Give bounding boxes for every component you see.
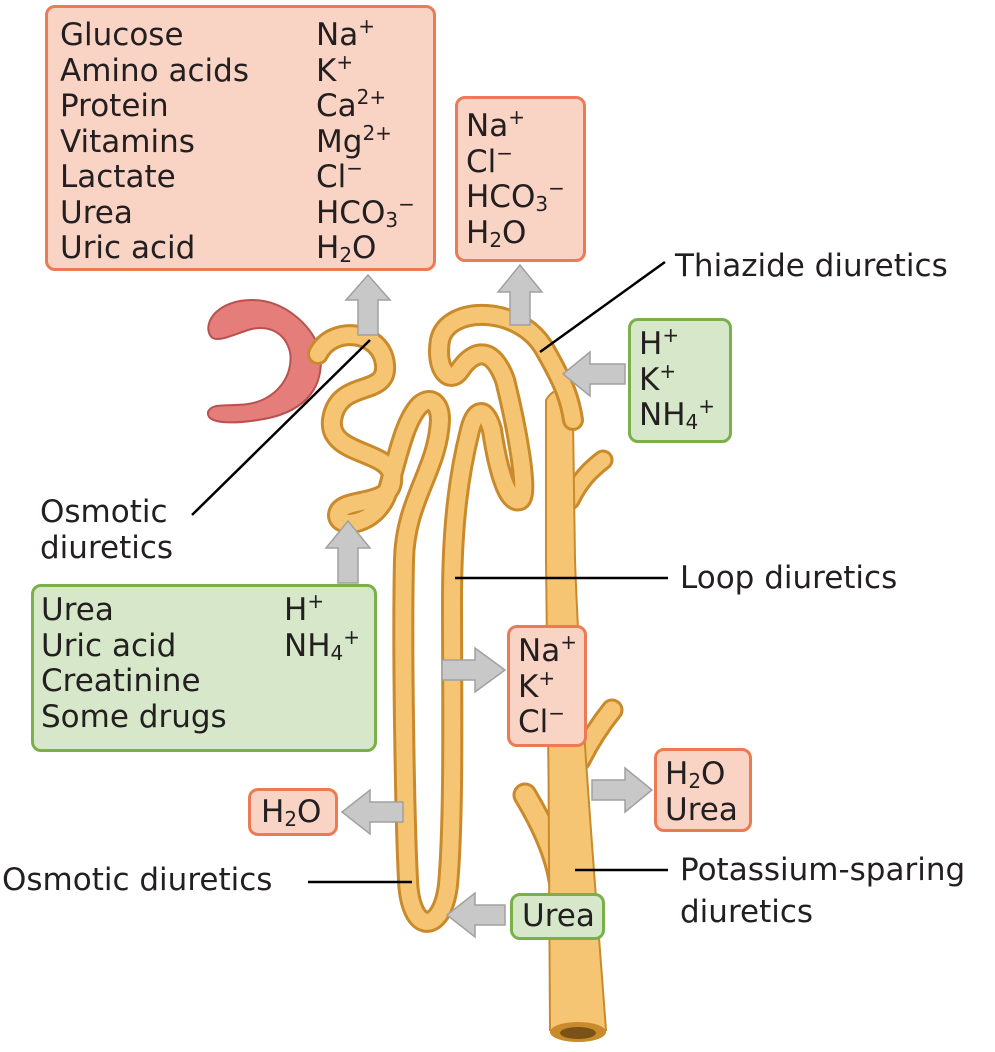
renal-tubule xyxy=(307,303,584,933)
ion: H2O xyxy=(466,214,527,252)
ion: H2O xyxy=(316,230,377,267)
arrow-up-dct xyxy=(496,263,544,326)
ion: Cl− xyxy=(466,140,514,180)
collecting-urea: Urea xyxy=(665,791,738,828)
urea-secretion-label: Urea xyxy=(522,898,595,934)
urea-secretion-box: Urea xyxy=(510,893,605,940)
item: Urea xyxy=(41,592,114,628)
label-thiazide-diuretics: Thiazide diuretics xyxy=(675,248,948,284)
bowmans-capsule xyxy=(206,298,322,424)
dct-reabsorption-box: Na+Cl−HCO3−H2O xyxy=(455,96,586,262)
ion: K+ xyxy=(316,49,354,89)
pct-reabsorption-ions: Na+K+Ca2+Mg2+Cl−HCO3−H2O xyxy=(316,14,415,267)
descending-water-box: H2O xyxy=(248,788,338,836)
ion: K+ xyxy=(518,665,556,705)
descending-water-label: H2O xyxy=(261,794,322,831)
collecting-h2o: H2O xyxy=(665,756,726,793)
item: Urea xyxy=(60,194,133,231)
arrow-left-urea xyxy=(445,891,506,939)
arrow-up-secrete xyxy=(324,519,372,584)
item: Glucose xyxy=(60,17,184,53)
ion: Cl− xyxy=(316,156,364,195)
item: Protein xyxy=(60,88,169,124)
loop-reabsorption-ions: Na+K+Cl− xyxy=(518,630,577,741)
leader-lines xyxy=(191,260,668,884)
ion: Cl− xyxy=(518,701,566,740)
item: Creatinine xyxy=(41,663,201,699)
label-osmotic-diuretics-top-2: diuretics xyxy=(40,530,174,566)
ion: H2O xyxy=(261,794,322,831)
arrow-right-loop xyxy=(441,646,507,694)
transport-arrows xyxy=(324,263,654,939)
ion: Ca2+ xyxy=(316,85,387,124)
arrow-left-water xyxy=(340,788,404,836)
item: Lactate xyxy=(60,159,176,195)
ion: NH4+ xyxy=(284,624,360,665)
label-potassium-sparing-2: diuretics xyxy=(680,894,814,930)
item: Uric acid xyxy=(60,230,196,266)
ion: HCO3− xyxy=(316,191,415,232)
ion: H+ xyxy=(284,589,325,628)
arrow-up-pct xyxy=(344,273,392,336)
arrow-left-dct xyxy=(561,350,626,398)
collecting-reabsorption-box: H2O Urea xyxy=(654,748,752,832)
ion: Na+ xyxy=(466,105,525,144)
ion: NH4+ xyxy=(639,394,715,434)
dct-secretion-ions: H+K+NH4+ xyxy=(639,323,715,434)
dct-reabsorption-ions: Na+Cl−HCO3−H2O xyxy=(466,105,565,252)
label-loop-diuretics: Loop diuretics xyxy=(680,560,898,596)
item: Uric acid xyxy=(41,627,177,664)
item: Vitamins xyxy=(60,123,195,160)
ion: Na+ xyxy=(316,14,375,53)
loop-reabsorption-box: Na+K+Cl− xyxy=(507,625,587,747)
ion: H+ xyxy=(639,323,680,362)
ion: Na+ xyxy=(518,630,577,669)
label-osmotic-diuretics-bottom: Osmotic diuretics xyxy=(2,862,273,898)
collecting-reabsorption-items: H2O Urea xyxy=(665,756,738,828)
ion: K+ xyxy=(639,358,677,398)
item: Some drugs xyxy=(41,698,227,735)
pct-secretion-ions: H+NH4+ xyxy=(284,589,360,665)
label-osmotic-diuretics-top-1: Osmotic xyxy=(40,494,168,530)
ion: Mg2+ xyxy=(316,120,392,160)
dct-secretion-box: H+K+NH4+ xyxy=(628,318,732,443)
arrow-right-collecting xyxy=(591,766,654,814)
item: Amino acids xyxy=(60,52,249,89)
label-potassium-sparing-1: Potassium-sparing xyxy=(680,852,966,888)
ion: HCO3− xyxy=(466,176,565,216)
